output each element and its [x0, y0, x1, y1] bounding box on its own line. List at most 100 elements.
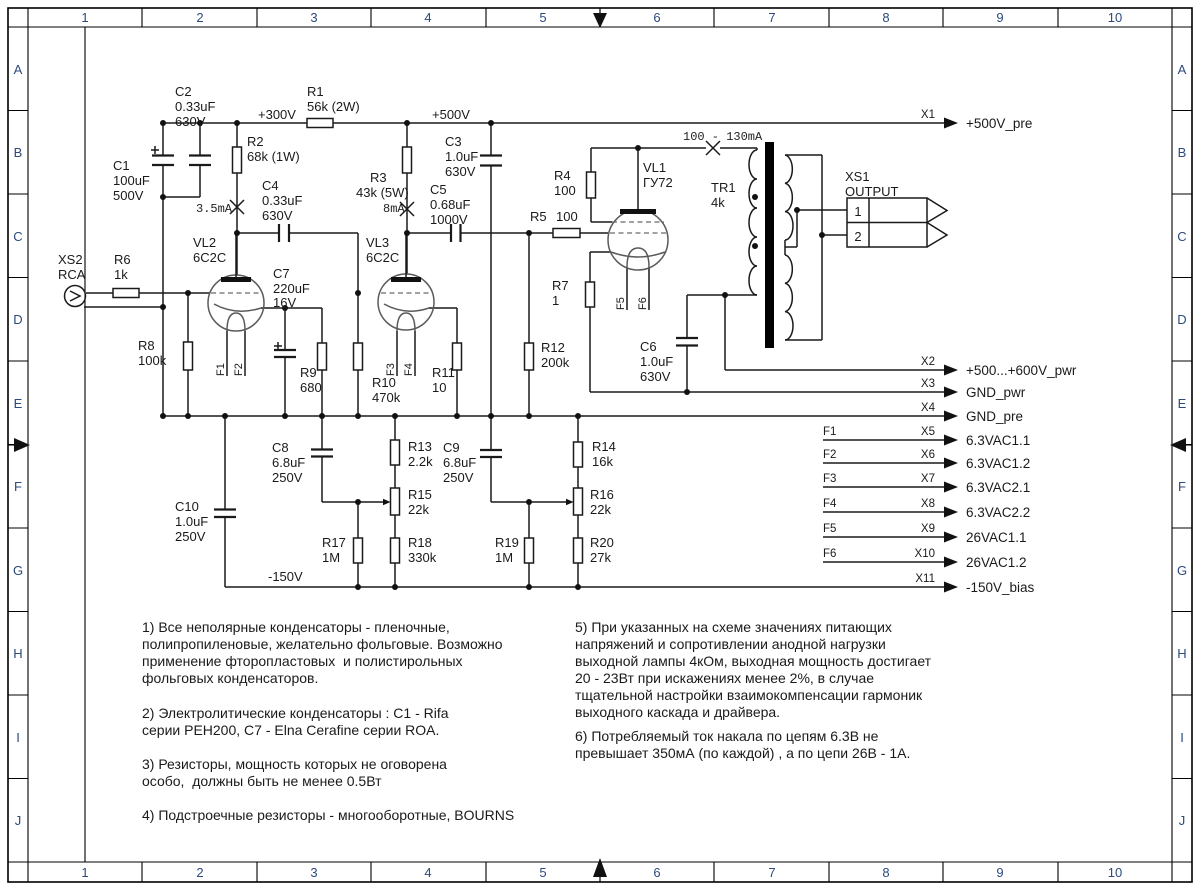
col-label: 4 — [424, 865, 431, 880]
row-label: F — [1178, 479, 1186, 494]
label-r9-val: 680 — [300, 380, 322, 395]
col-label: 6 — [653, 10, 660, 25]
label-c3-ref: C3 — [445, 134, 462, 149]
label-c4-val: 0.33uF — [262, 193, 303, 208]
arrow-x8 — [944, 506, 958, 518]
net-x3: GND_pwr — [966, 385, 1026, 400]
label-c4-ref: C4 — [262, 178, 279, 193]
label-tr1-val: 4k — [711, 195, 725, 210]
row-label: J — [15, 813, 22, 828]
sheet-frame: 1 2 3 4 5 6 7 8 9 10 1 2 3 4 5 6 7 8 9 1… — [7, 7, 1193, 883]
heater-pin-labels: F1 F2 F3 F4 F5 F6 — [215, 297, 649, 376]
resistor-r13 — [389, 439, 401, 466]
cap-c6 — [676, 336, 698, 347]
label-r12-ref: R12 — [541, 340, 565, 355]
label-r4-val: 100 — [554, 183, 576, 198]
label-r6-val: 1k — [114, 267, 128, 282]
pin-vl1-f6: F6 — [637, 297, 649, 310]
label-c5-ref: C5 — [430, 182, 447, 197]
cap-c4 — [277, 224, 291, 242]
label-r16-val: 22k — [590, 502, 611, 517]
row-label: I — [1180, 730, 1184, 745]
cap-c10 — [214, 508, 236, 519]
row-label: B — [14, 145, 23, 160]
tube-vl1 — [607, 209, 669, 271]
tube-vl3 — [377, 233, 435, 332]
arrow-x11 — [944, 581, 958, 593]
net-x4: GND_pre — [966, 409, 1023, 424]
note-2: 2) Электролитические конденсаторы : C1 -… — [142, 705, 449, 738]
resistor-r20 — [572, 537, 584, 564]
label-r6-ref: R6 — [114, 252, 131, 267]
label-c4-v: 630V — [262, 208, 293, 223]
label-c7-val: 220uF — [273, 281, 310, 296]
col-label: 2 — [196, 10, 203, 25]
xs1-pin-2: 2 — [854, 229, 861, 244]
label-r8-ref: R8 — [138, 338, 155, 353]
row-label: H — [13, 646, 22, 661]
note-1: 1) Все неполярные конденсаторы - пленочн… — [142, 619, 503, 686]
label-c3-val: 1.0uF — [445, 149, 478, 164]
label-r18-ref: R18 — [408, 535, 432, 550]
col-label: 10 — [1108, 10, 1122, 25]
note-3: 3) Резисторы, мощность которых не оговор… — [142, 756, 447, 789]
pin-f5: F5 — [823, 523, 836, 535]
resistor-r6 — [112, 287, 140, 299]
label-r2-val: 68k (1W) — [247, 149, 300, 164]
label-c6-val: 1.0uF — [640, 354, 673, 369]
col-label: 7 — [768, 865, 775, 880]
label-tr1-ref: TR1 — [711, 180, 736, 195]
label-c10-v: 250V — [175, 529, 206, 544]
label-r11-val: 10 — [432, 380, 446, 395]
col-label: 8 — [882, 10, 889, 25]
arrow-x6 — [944, 457, 958, 469]
row-label: C — [1177, 229, 1186, 244]
net-x6: 6.3VAC1.2 — [966, 456, 1030, 471]
label-c1-ref: C1 — [113, 158, 130, 173]
col-label: 3 — [310, 10, 317, 25]
resistor-r11 — [451, 342, 463, 371]
tube-vl2 — [207, 233, 265, 332]
label-c9-ref: C9 — [443, 440, 460, 455]
label-r7-val: 1 — [552, 293, 559, 308]
pin-vl3-f4: F4 — [403, 363, 415, 376]
xs1-pin-1: 1 — [854, 204, 861, 219]
col-label: 1 — [81, 865, 88, 880]
label-c8-val: 6.8uF — [272, 455, 305, 470]
label-c1-val: 100uF — [113, 173, 150, 188]
connector-xs2 — [63, 284, 87, 308]
current-vl1: 100 - 130mA — [683, 130, 763, 144]
resistor-r1 — [306, 117, 334, 129]
label-r10-ref: R10 — [372, 375, 396, 390]
col-label: 4 — [424, 10, 431, 25]
pin-x6: X6 — [921, 449, 935, 461]
pin-x7: X7 — [921, 473, 935, 485]
label-r9-ref: R9 — [300, 365, 317, 380]
label-vl1-ref: VL1 — [643, 160, 666, 175]
net-x10: 26VAC1.2 — [966, 555, 1027, 570]
cap-c2 — [189, 154, 211, 167]
row-label: J — [1179, 813, 1186, 828]
terminal-arrows — [944, 117, 958, 593]
component-labels: C1 100uF 500V C2 0.33uF 630V R1 56k (2W)… — [58, 84, 899, 565]
label-r10-val: 470k — [372, 390, 401, 405]
col-label: 6 — [653, 865, 660, 880]
label-vl3-ref: VL3 — [366, 235, 389, 250]
label-r18-val: 330k — [408, 550, 437, 565]
pin-f6: F6 — [823, 548, 836, 560]
secondary-winding-1 — [784, 154, 794, 241]
resistor-r17 — [352, 537, 364, 564]
label-r5-ref: R5 — [530, 209, 547, 224]
label-c5-val: 0.68uF — [430, 197, 471, 212]
label-r7-ref: R7 — [552, 278, 569, 293]
resistor-r3 — [401, 146, 413, 174]
primary-winding — [748, 149, 758, 296]
label-vl2-ref: VL2 — [193, 235, 216, 250]
row-label: A — [14, 62, 23, 77]
capacitors — [151, 146, 698, 519]
label-r13-ref: R13 — [408, 439, 432, 454]
net-neg150v: -150V — [268, 569, 303, 584]
label-r14-val: 16k — [592, 454, 613, 469]
arrow-x3 — [944, 386, 958, 398]
resistor-r9 — [316, 342, 328, 371]
